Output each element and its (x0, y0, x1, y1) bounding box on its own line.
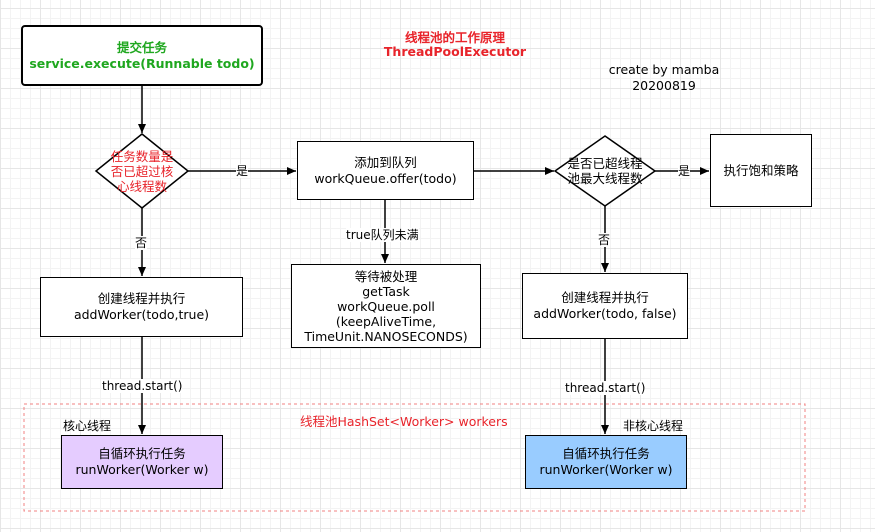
decision-core-label: 任务数量是 否已超过核 心线程数 (96, 134, 188, 208)
submit-task-call: service.execute(Runnable todo) (29, 55, 255, 71)
add-to-queue-call: workQueue.offer(todo) (314, 170, 457, 186)
wait-in-queue-box[interactable]: 等待被处理 getTask workQueue.poll (keepAliveT… (291, 264, 481, 348)
edge-label-yes-reject: 是 (678, 164, 691, 178)
add-to-queue-box[interactable]: 添加到队列 workQueue.offer(todo) (297, 141, 474, 200)
edge-label-thread-start-noncore: thread.start() (565, 381, 646, 395)
create-core-thread-box[interactable]: 创建线程并执行 addWorker(todo,true) (40, 277, 243, 337)
wait-line-3: workQueue.poll (337, 298, 435, 314)
credit-line-2: 20200819 (632, 78, 696, 93)
reject-policy-box[interactable]: 执行饱和策略 (710, 134, 812, 207)
submit-task-title: 提交任务 (116, 39, 167, 55)
decision-max-line-2: 池最大线程数 (567, 171, 643, 186)
edge-label-no-noncore: 否 (598, 233, 611, 247)
core-worker-title: 自循环执行任务 (98, 446, 186, 461)
decision-max-label: 是否已超线程 池最大线程数 (555, 136, 655, 206)
add-to-queue-title: 添加到队列 (354, 154, 417, 170)
submit-task-box[interactable]: 提交任务 service.execute(Runnable todo) (21, 25, 263, 86)
wait-line-5: TimeUnit.NANOSECONDS) (304, 328, 468, 344)
noncore-worker-call: runWorker(Worker w) (539, 462, 673, 477)
wait-line-4: (keepAliveTime, (335, 313, 437, 329)
wait-line-1: 等待被处理 (354, 268, 418, 284)
create-core-call: addWorker(todo,true) (73, 307, 210, 322)
core-worker-box[interactable]: 自循环执行任务 runWorker(Worker w) (61, 435, 223, 489)
edge-label-no-core: 否 (135, 236, 148, 250)
credit-line-1: create by mamba (608, 62, 720, 77)
decision-core-line-1: 任务数量是 (110, 148, 174, 164)
title-line-1: 线程池的工作原理 (404, 30, 505, 45)
edge-label-core-thread: 核心线程 (63, 419, 112, 433)
reject-policy-label: 执行饱和策略 (723, 162, 799, 178)
thread-pool-container (23, 403, 806, 512)
thread-pool-label: 线程池HashSet<Worker> workers (300, 414, 508, 429)
core-worker-call: runWorker(Worker w) (75, 462, 209, 477)
decision-core-line-3: 心线程数 (116, 178, 167, 194)
create-noncore-thread-box[interactable]: 创建线程并执行 addWorker(todo, false) (522, 273, 688, 339)
edge-label-thread-start-core: thread.start() (102, 379, 183, 393)
create-core-title: 创建线程并执行 (97, 291, 186, 306)
wait-line-2: getTask (362, 283, 410, 299)
edge-label-queue-not-full: true队列未满 (346, 228, 419, 242)
edge-label-noncore-thread: 非核心线程 (623, 419, 684, 433)
create-noncore-title: 创建线程并执行 (561, 290, 649, 305)
decision-core-line-2: 否已超过核 (110, 163, 174, 179)
title-line-2: ThreadPoolExecutor (383, 44, 527, 59)
edge-label-yes-queue: 是 (236, 164, 249, 178)
create-noncore-call: addWorker(todo, false) (533, 306, 677, 321)
decision-max-line-1: 是否已超线程 (567, 156, 643, 171)
noncore-worker-box[interactable]: 自循环执行任务 runWorker(Worker w) (525, 435, 687, 489)
noncore-worker-title: 自循环执行任务 (562, 446, 650, 461)
